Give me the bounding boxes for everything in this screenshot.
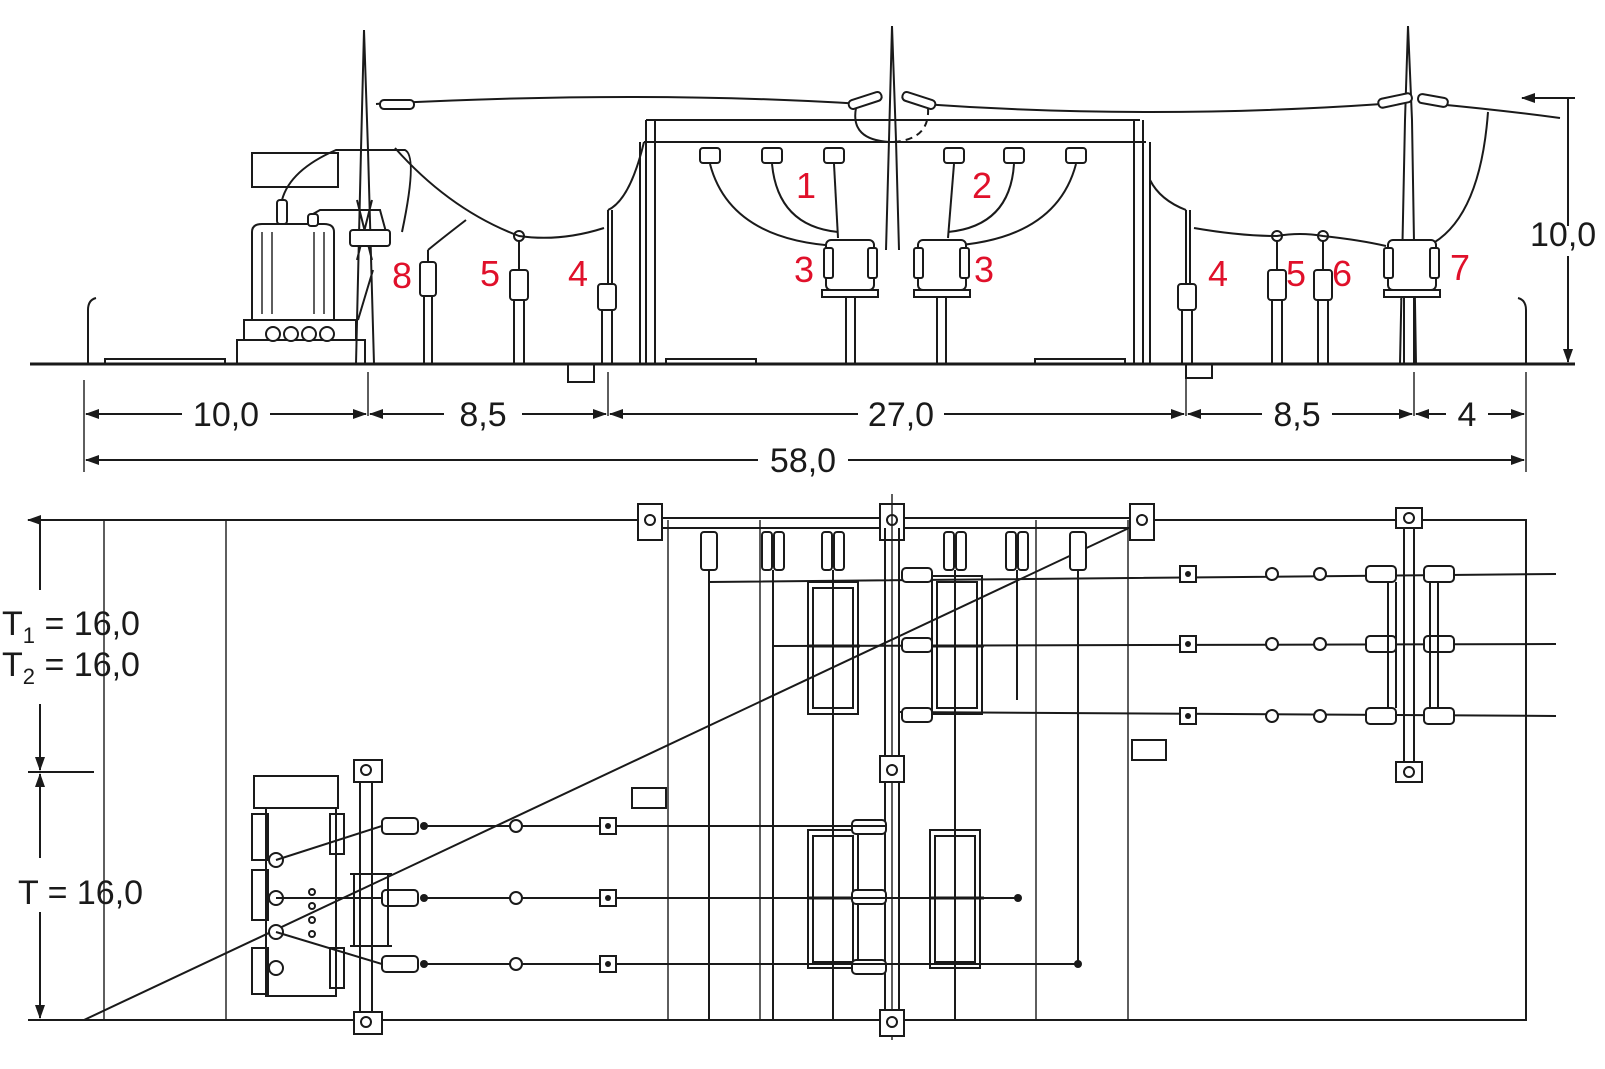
- t2-symbol: T: [2, 646, 23, 684]
- current-transformer: [509, 230, 529, 364]
- power-transformer-plan: [251, 775, 383, 997]
- dropper: [771, 163, 839, 233]
- power-transformer: [236, 149, 412, 365]
- insulator-string: [379, 90, 1449, 110]
- disconnector: [1149, 179, 1197, 364]
- dimension-chain: 10,0 8,5 27,0 8,5 4 58,0: [83, 372, 1527, 480]
- busbar-disconnector-plan: [700, 531, 1087, 571]
- dimension-8-5: 8,5: [1273, 396, 1320, 434]
- t1-dimension-label: T1 = 16,0: [2, 605, 140, 648]
- boundary-mark: [87, 297, 97, 364]
- component-label-5: 5: [1286, 253, 1306, 294]
- incoming-line: [1435, 103, 1561, 119]
- dimension-27: 27,0: [868, 396, 934, 434]
- overhead-conductor: [921, 103, 1383, 113]
- component-label-8: 8: [392, 255, 412, 296]
- t1-value: = 16,0: [35, 605, 140, 643]
- component-label-4: 4: [1208, 253, 1228, 294]
- circuit-breaker: [913, 239, 971, 364]
- foundation-slab: [665, 358, 757, 365]
- dimension-8-5: 8,5: [459, 396, 506, 434]
- bay-conductor: [708, 570, 1079, 1020]
- busbar-gantry-plan: [637, 494, 1155, 1040]
- component-label-4: 4: [568, 253, 588, 294]
- component-label-1: 1: [796, 165, 816, 206]
- lightning-mast: [1399, 25, 1417, 365]
- circuit-breaker: [821, 239, 879, 364]
- component-label-5: 5: [480, 253, 500, 294]
- circuit-breaker: [1383, 239, 1441, 364]
- line-drop: [891, 107, 930, 143]
- component-label-7: 7: [1450, 247, 1470, 288]
- breaker-terminal-plan: [901, 567, 933, 723]
- height-dimension-label: 10,0: [1530, 216, 1596, 254]
- auxiliary-box: [631, 787, 667, 809]
- component-label-3: 3: [974, 249, 994, 290]
- overhead-conductor: [375, 96, 863, 105]
- dropper: [833, 163, 839, 239]
- field-conductor: [394, 147, 605, 239]
- auxiliary-box: [1131, 739, 1167, 761]
- foundation-slab: [1034, 358, 1126, 365]
- component-label-6: 6: [1332, 253, 1352, 294]
- dimension-10: 10,0: [193, 396, 259, 434]
- plan-vertical-dimension: [28, 520, 94, 1021]
- t2-subscript: 2: [23, 664, 35, 689]
- busbar-gantry: [639, 119, 1151, 364]
- plan-outline: [83, 519, 1527, 1021]
- component-label-2: 2: [972, 165, 992, 206]
- plan-outline-inner: [103, 520, 1129, 1020]
- foundation-slab: [104, 358, 226, 365]
- busbar-disconnector-row: [699, 147, 1087, 164]
- height-dimension-line: [1522, 98, 1575, 362]
- field-conductor: [1193, 227, 1387, 247]
- lightning-mast: [885, 25, 900, 251]
- voltage-transformer: [1313, 230, 1333, 364]
- t-dimension-label: T = 16,0: [18, 874, 143, 912]
- cable-trench: [1185, 363, 1213, 379]
- cable-trench: [567, 363, 595, 383]
- t1-symbol: T: [2, 605, 23, 643]
- transformer-feeders: [350, 759, 1082, 1035]
- dropper: [947, 163, 1015, 233]
- component-label-3: 3: [794, 249, 814, 290]
- dropper: [947, 163, 1077, 247]
- boundary-mark: [1517, 297, 1527, 364]
- line-drop: [1427, 111, 1489, 247]
- t1-subscript: 1: [23, 623, 35, 648]
- dimension-extension: [83, 372, 1527, 472]
- dimension-4: 4: [1458, 396, 1477, 434]
- line-drop: [854, 107, 891, 143]
- t2-value: = 16,0: [35, 646, 140, 684]
- surge-arrester: [419, 219, 467, 364]
- dropper: [947, 163, 955, 239]
- t2-dimension-label: T2 = 16,0: [2, 646, 140, 689]
- current-transformer: [1267, 230, 1287, 364]
- plan-view: T1 = 16,0 T2 = 16,0 T = 16,0: [2, 494, 1557, 1040]
- dimension-total: 58,0: [770, 442, 836, 480]
- disconnector: [597, 141, 645, 364]
- dropper: [709, 163, 839, 247]
- lightning-mast: [355, 29, 375, 365]
